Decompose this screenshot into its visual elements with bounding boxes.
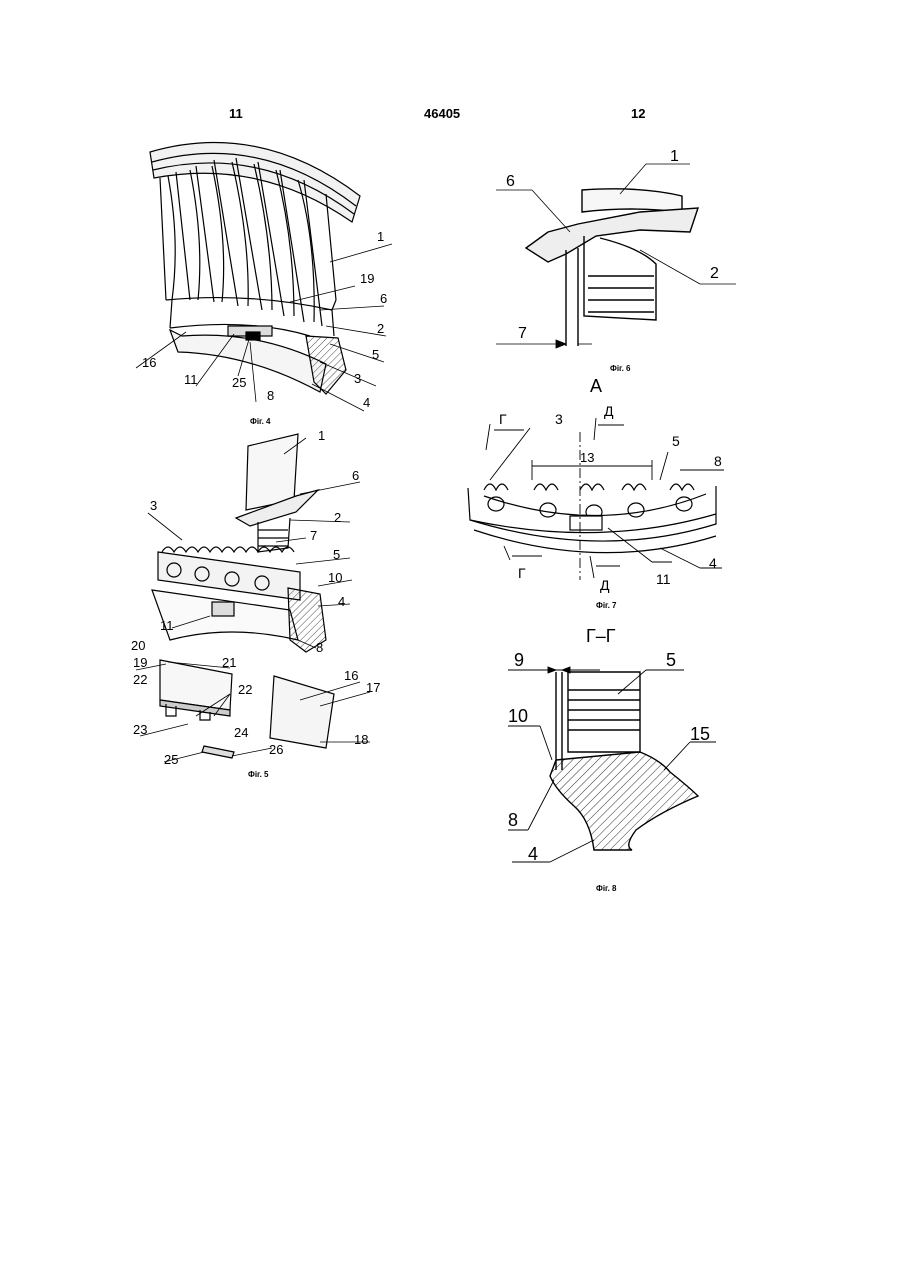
figure-6: 1 6 2 7 Фіг. 6 — [490, 140, 750, 375]
figure-5: 1 6 2 7 3 5 10 4 8 11 20 19 22 21 22 23 … — [125, 428, 405, 783]
fig4-label-4: 4 — [363, 395, 370, 410]
fig8-section-title: Г–Г — [586, 626, 616, 646]
fig5-label-19: 19 — [133, 655, 147, 670]
fig6-label-1: 1 — [670, 148, 679, 165]
left-page-number: 11 — [229, 106, 243, 121]
fig5-label-4: 4 — [338, 594, 345, 609]
fig5-label-25: 25 — [164, 752, 178, 767]
right-page-number: 12 — [631, 106, 645, 121]
fig7-label-8: 8 — [714, 453, 722, 469]
fig5-label-17: 17 — [366, 680, 380, 695]
fig5-label-20: 20 — [131, 638, 145, 653]
fig7-label-3: 3 — [555, 411, 563, 427]
fig5-label-1: 1 — [318, 428, 325, 443]
fig4-label-2: 2 — [377, 321, 384, 336]
patent-number: 46405 — [424, 106, 460, 121]
fig6-caption: Фіг. 6 — [610, 364, 631, 373]
fig8-label-4: 4 — [528, 844, 538, 864]
fig5-label-6: 6 — [352, 468, 359, 483]
fig7-label-5: 5 — [672, 433, 680, 449]
fig6-label-7: 7 — [518, 325, 527, 342]
fig5-label-23: 23 — [133, 722, 147, 737]
fig5-label-22a: 22 — [133, 672, 147, 687]
fig5-label-21: 21 — [222, 655, 236, 670]
figure-4: 1 19 6 2 5 3 4 8 16 11 25 Фіг. 4 — [120, 135, 410, 430]
fig5-label-8: 8 — [316, 640, 323, 655]
fig5-label-24: 24 — [234, 725, 248, 740]
fig5-label-7: 7 — [310, 528, 317, 543]
fig4-label-19: 19 — [360, 271, 374, 286]
fig7-section-G1: Г — [499, 411, 507, 427]
fig7-section-D1: Д — [604, 403, 614, 419]
fig5-label-22b: 22 — [238, 682, 252, 697]
fig4-caption: Фіг. 4 — [250, 417, 271, 426]
fig7-view-letter: A — [590, 376, 602, 396]
fig4-label-5: 5 — [372, 347, 379, 362]
fig7-section-D2: Д — [600, 577, 610, 593]
fig8-label-8: 8 — [508, 810, 518, 830]
fig6-label-2: 2 — [710, 265, 719, 282]
fig5-caption: Фіг. 5 — [248, 770, 269, 779]
fig8-caption: Фіг. 8 — [596, 884, 617, 893]
figure-8: Г–Г 9 5 10 15 8 4 Фіг. 8 — [498, 620, 718, 898]
fig4-label-3: 3 — [354, 371, 361, 386]
fig6-label-6: 6 — [506, 173, 515, 190]
fig5-label-11: 11 — [160, 618, 174, 633]
fig5-label-18: 18 — [354, 732, 368, 747]
fig4-label-25: 25 — [232, 375, 246, 390]
fig4-label-16: 16 — [142, 355, 156, 370]
fig8-label-9: 9 — [514, 650, 524, 670]
fig7-label-13: 13 — [580, 450, 594, 465]
fig5-label-10: 10 — [328, 570, 342, 585]
fig7-label-11: 11 — [656, 571, 671, 587]
figure-7: A 3 Г Д 13 5 8 Г — [460, 376, 740, 616]
fig5-label-16: 16 — [344, 668, 358, 683]
fig7-section-G2: Г — [518, 565, 526, 581]
fig7-label-4: 4 — [709, 555, 717, 571]
fig4-label-8: 8 — [267, 388, 274, 403]
fig4-label-11: 11 — [184, 372, 198, 387]
fig5-label-5: 5 — [333, 547, 340, 562]
fig5-label-3: 3 — [150, 498, 157, 513]
fig5-label-26: 26 — [269, 742, 283, 757]
fig7-caption: Фіг. 7 — [596, 601, 617, 610]
fig5-label-2: 2 — [334, 510, 341, 525]
fig4-label-6: 6 — [380, 291, 387, 306]
fig4-label-1: 1 — [377, 229, 384, 244]
fig8-label-15: 15 — [690, 724, 710, 744]
fig8-label-10: 10 — [508, 706, 528, 726]
fig8-label-5: 5 — [666, 650, 676, 670]
